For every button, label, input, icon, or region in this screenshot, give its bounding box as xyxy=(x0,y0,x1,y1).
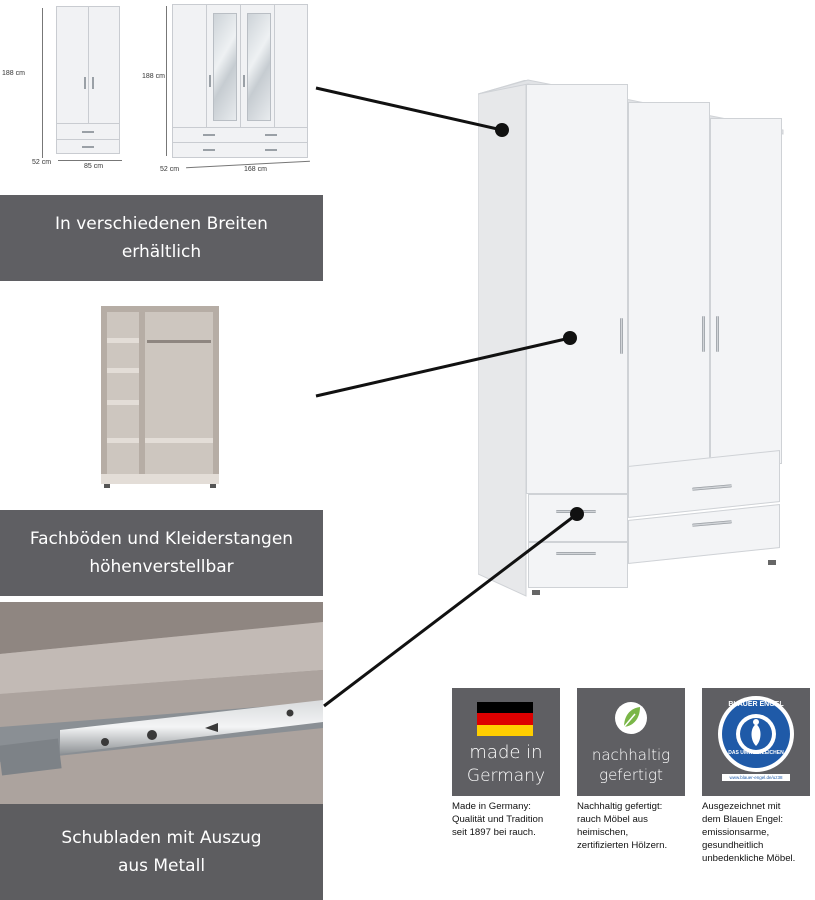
small-wardrobe-drawing xyxy=(56,6,120,154)
wardrobe-foot xyxy=(532,590,540,595)
small-depth-label: 52 cm xyxy=(32,159,52,166)
clothes-rod xyxy=(147,340,211,343)
large-wardrobe-drawing xyxy=(172,4,308,158)
blue-angel-bottom-text: DAS UMWELTZEICHEN xyxy=(728,750,784,756)
wardrobe-door-right[interactable] xyxy=(710,118,782,464)
badge-desc-blue-angel: Ausgezeichnet mit dem Blauen Engel: emis… xyxy=(702,801,796,864)
wardrobe-top xyxy=(478,79,784,135)
small-height-label: 188 cm xyxy=(2,70,25,77)
drawer-bottom-left[interactable] xyxy=(528,542,628,588)
badge-desc-germany: Made in Germany: Qualität und Tradition … xyxy=(452,801,544,838)
small-width-label: 85 cm xyxy=(84,163,104,170)
door-handle[interactable] xyxy=(716,316,719,352)
badge-sustainable: nachhaltig gefertigt xyxy=(577,688,685,796)
badge-blue-angel: BLAUER ENGEL DAS UMWELTZEICHEN www.blaue… xyxy=(702,688,810,796)
badge-desc-sustainable: Nachhaltig gefertigt: rauch Möbel aus he… xyxy=(577,801,668,851)
door-handle[interactable] xyxy=(702,316,705,352)
blue-angel-seal-icon xyxy=(718,696,794,781)
drawer-handle[interactable] xyxy=(556,552,596,555)
large-width-label: 168 cm xyxy=(244,166,267,173)
large-depth-label: 52 cm xyxy=(160,166,180,173)
blue-angel-url: www.blauer-engel.de/uz38 xyxy=(729,775,783,780)
german-flag-icon xyxy=(477,702,533,736)
callout-dot-drawers xyxy=(570,507,584,521)
door-handle[interactable] xyxy=(620,318,623,354)
badge-made-in-germany: made in Germany xyxy=(452,688,560,796)
caption-shelves: Fachböden und Kleiderstangen höhenverste… xyxy=(0,510,323,596)
drawer-slide-photo: Schubladen mit Auszug aus Metall xyxy=(0,602,323,900)
caption-widths: In verschiedenen Breiten erhältlich xyxy=(0,195,323,281)
leaf-icon xyxy=(615,702,647,734)
blue-angel-top-text: BLAUER ENGEL xyxy=(728,701,784,708)
callout-dot-shelves xyxy=(563,331,577,345)
caption-drawers: Schubladen mit Auszug aus Metall xyxy=(0,804,323,900)
wardrobe-door-middle[interactable] xyxy=(628,102,710,476)
mirror-door xyxy=(213,13,237,121)
wardrobe-interior-image xyxy=(101,306,219,484)
mirror-door xyxy=(247,13,271,121)
wardrobe-foot xyxy=(768,560,776,565)
callout-dot-widths xyxy=(495,123,509,137)
large-height-label: 188 cm xyxy=(142,73,165,80)
wardrobe-door-left[interactable] xyxy=(526,84,628,494)
